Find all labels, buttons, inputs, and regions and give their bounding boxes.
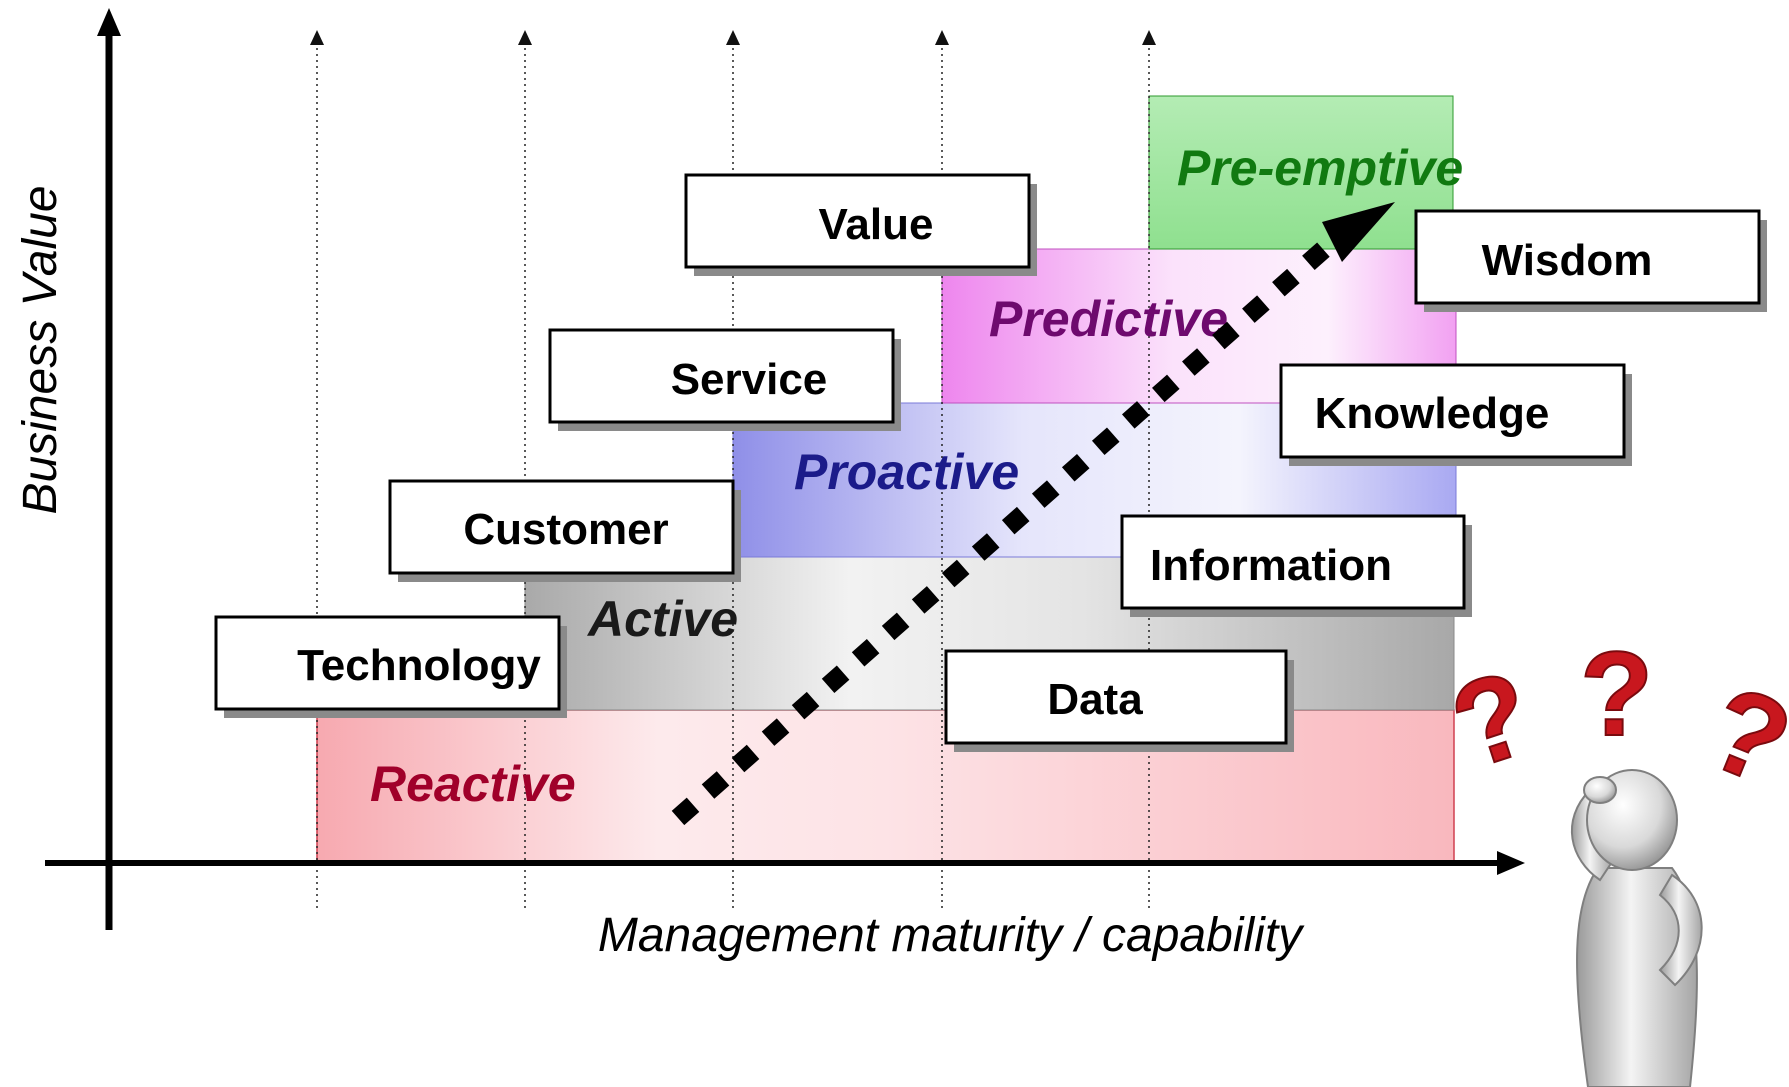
focus-box-customer-label: Customer xyxy=(463,505,668,554)
dikw-box-wisdom-label: Wisdom xyxy=(1482,236,1653,285)
band-preemptive xyxy=(1148,95,1454,250)
x-axis-label: Management maturity / capability xyxy=(598,909,1305,962)
x-axis xyxy=(45,851,1525,875)
y-axis-arrowhead-icon xyxy=(97,8,121,36)
guide-arrowheads xyxy=(310,30,1156,45)
focus-box-service: Service xyxy=(548,328,901,431)
y-axis-label: Business Value xyxy=(14,185,67,514)
dikw-box-data-label: Data xyxy=(1047,675,1143,724)
x-axis-arrowhead-icon xyxy=(1497,851,1525,875)
level-label-predictive: Predictive xyxy=(989,291,1228,347)
progression-arrowhead-icon xyxy=(1322,202,1395,262)
guide-arrowhead-icon xyxy=(726,30,740,45)
focus-box-customer: Customer xyxy=(388,479,741,582)
dikw-box-data: Data xyxy=(944,649,1294,752)
dikw-box-information-label: Information xyxy=(1150,541,1392,590)
guide-arrowhead-icon xyxy=(310,30,324,45)
focus-box-value-label: Value xyxy=(819,200,934,249)
figure-arm-right xyxy=(1658,873,1703,987)
focus-box-technology: Technology xyxy=(214,615,567,718)
level-label-preemptive: Pre-emptive xyxy=(1177,140,1463,196)
guide-arrowhead-icon xyxy=(518,30,532,45)
progression-arrow xyxy=(671,202,1395,826)
guide-arrowhead-icon xyxy=(935,30,949,45)
focus-box-service-label: Service xyxy=(671,355,828,404)
question-mark-icon: ? xyxy=(1580,627,1653,761)
dikw-box-information: Information xyxy=(1120,514,1472,617)
dikw-box-wisdom: Wisdom xyxy=(1414,209,1767,312)
dikw-box-knowledge: Knowledge xyxy=(1279,363,1632,466)
focus-box-technology-label: Technology xyxy=(297,641,541,690)
y-axis xyxy=(97,8,121,930)
guide-arrowhead-icon xyxy=(1142,30,1156,45)
question-mark-icon: ? xyxy=(1690,660,1789,812)
figure-hand xyxy=(1583,776,1617,804)
level-label-active: Active xyxy=(586,591,738,647)
level-label-reactive: Reactive xyxy=(370,756,576,812)
level-label-proactive: Proactive xyxy=(794,444,1019,500)
focus-box-value: Value xyxy=(684,173,1037,276)
dikw-box-knowledge-label: Knowledge xyxy=(1315,389,1550,438)
thinking-figure: ? ? ? xyxy=(1436,626,1789,1087)
